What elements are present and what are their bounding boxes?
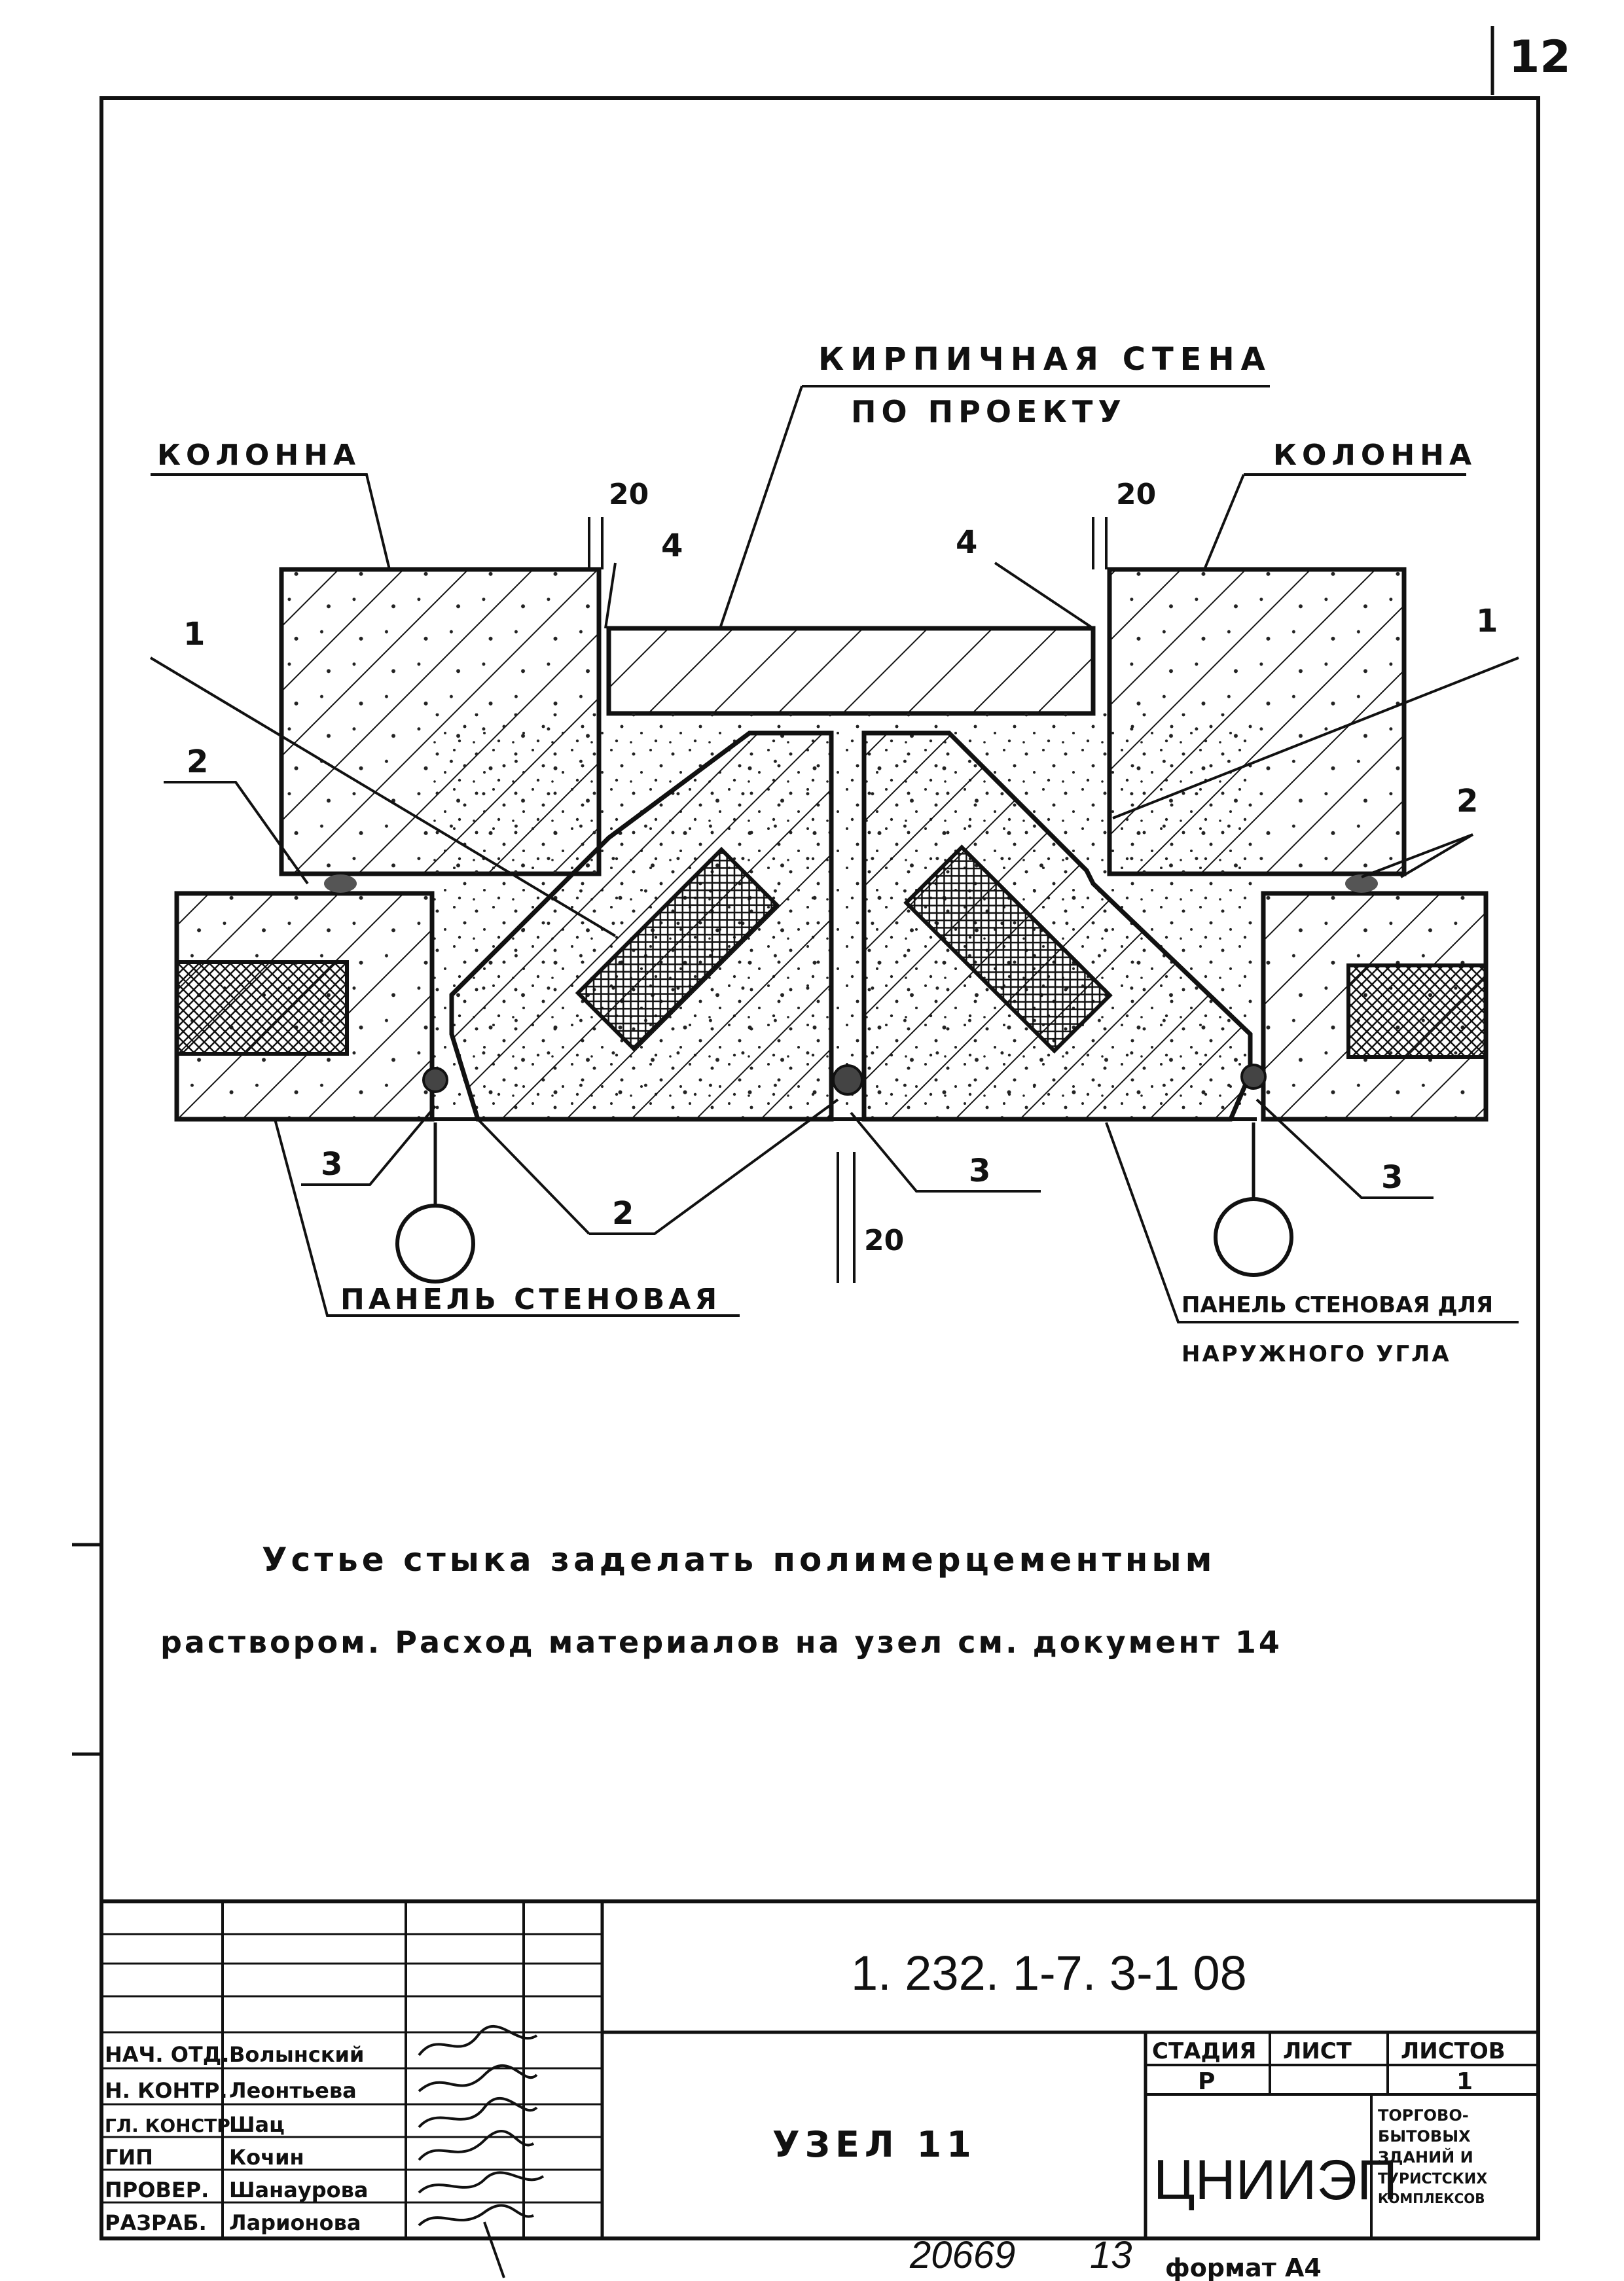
stage-value: Р bbox=[1198, 2068, 1215, 2095]
role-3: ГЛ. КОНСТР. bbox=[105, 2115, 237, 2136]
frame-border bbox=[99, 96, 1540, 2240]
drawing-title: УЗЕЛ 11 bbox=[772, 2124, 977, 2165]
wall-panel-label: ПАНЕЛЬ СТЕНОВАЯ bbox=[340, 1283, 721, 1316]
sheets-value: 1 bbox=[1456, 2068, 1473, 2095]
axis-marker-left bbox=[395, 1204, 475, 1284]
name-6: Ларионова bbox=[229, 2210, 361, 2235]
name-2: Леонтьева bbox=[229, 2078, 357, 2103]
callout-4-left: 4 bbox=[661, 528, 683, 564]
page-number: 12 bbox=[1490, 26, 1571, 95]
insulation-right bbox=[1346, 963, 1488, 1059]
dimension-gap-right: 20 bbox=[1116, 478, 1156, 511]
document-code: 1. 232. 1-7. 3-1 08 bbox=[851, 1946, 1247, 2000]
brick-wall-label: КИРПИЧНАЯ СТЕНА bbox=[818, 341, 1272, 378]
role-5: ПРОВЕР. bbox=[105, 2178, 209, 2202]
corner-panel-label: ПАНЕЛЬ СТЕНОВАЯ ДЛЯ bbox=[1182, 1292, 1493, 1318]
callout-4-right: 4 bbox=[956, 524, 977, 561]
dimension-gap-left: 20 bbox=[609, 478, 649, 511]
svg-text:БЫТОВЫХ: БЫТОВЫХ bbox=[1378, 2127, 1471, 2146]
insulation-center-left bbox=[575, 846, 780, 1052]
role-4: ГИП bbox=[105, 2145, 153, 2170]
footer-sheet-number: 13 bbox=[1090, 2234, 1132, 2276]
title-block bbox=[99, 1899, 1540, 2240]
callout-2-right: 2 bbox=[1456, 783, 1478, 819]
name-column: Волынский Леонтьева Шац Кочин Шанаурова … bbox=[229, 2042, 368, 2235]
dimension-gap-bottom: 20 bbox=[864, 1224, 904, 1257]
column-right-label: КОЛОННА bbox=[1273, 439, 1477, 472]
svg-text:КОМПЛЕКСОВ: КОМПЛЕКСОВ bbox=[1378, 2191, 1485, 2206]
callout-1-left: 1 bbox=[183, 616, 205, 653]
sheet-header: ЛИСТ bbox=[1283, 2038, 1352, 2064]
callout-3-right: 3 bbox=[1381, 1159, 1403, 1196]
signatures bbox=[418, 2025, 545, 2278]
svg-text:ЗДАНИЙ И: ЗДАНИЙ И bbox=[1378, 2147, 1473, 2166]
corner-panel-right bbox=[861, 730, 1253, 1122]
insulation-left bbox=[175, 960, 349, 1056]
organization-description: ТОРГОВО- БЫТОВЫХ ЗДАНИЙ И ТУРИСТСКИХ КОМ… bbox=[1378, 2106, 1487, 2206]
name-3: Шац bbox=[229, 2112, 285, 2137]
organization-name: ЦНИИЭП bbox=[1153, 2149, 1398, 2212]
role-2: Н. КОНТР. bbox=[105, 2078, 228, 2103]
leader-lines bbox=[149, 385, 1519, 1323]
name-1: Волынский bbox=[229, 2042, 364, 2067]
callout-2-left: 2 bbox=[187, 744, 208, 780]
name-5: Шанаурова bbox=[229, 2178, 368, 2202]
note-line-1: Устье стыка заделать полимерцементным bbox=[262, 1541, 1216, 1579]
stage-header: СТАДИЯ bbox=[1152, 2038, 1256, 2064]
general-note: Устье стыка заделать полимерцементным ра… bbox=[160, 1541, 1282, 1660]
role-1: НАЧ. ОТД. bbox=[105, 2042, 229, 2067]
format-label: формат А4 bbox=[1165, 2254, 1322, 2281]
joint-detail-drawing: КИРПИЧНАЯ СТЕНА ПО ПРОЕКТУ КОЛОННА КОЛОН… bbox=[149, 341, 1519, 1367]
svg-text:ТУРИСТСКИХ: ТУРИСТСКИХ bbox=[1378, 2171, 1487, 2187]
callout-1-right: 1 bbox=[1476, 603, 1498, 639]
svg-text:ТОРГОВО-: ТОРГОВО- bbox=[1378, 2106, 1469, 2125]
callout-2-center: 2 bbox=[612, 1195, 634, 1232]
name-4: Кочин bbox=[229, 2145, 304, 2170]
brick-wall-label-2: ПО ПРОЕКТУ bbox=[851, 394, 1127, 429]
axis-marker-right bbox=[1214, 1197, 1293, 1277]
role-column: НАЧ. ОТД. Н. КОНТР. ГЛ. КОНСТР. ГИП ПРОВ… bbox=[105, 2042, 237, 2235]
callout-3-center: 3 bbox=[969, 1153, 990, 1189]
callout-3-left: 3 bbox=[321, 1146, 342, 1183]
brick-wall bbox=[606, 626, 1096, 716]
column-left-label: КОЛОННА bbox=[157, 439, 361, 472]
insulation-center-right bbox=[903, 844, 1113, 1054]
stage-table: СТАДИЯ ЛИСТ ЛИСТОВ Р 1 bbox=[1152, 2038, 1506, 2095]
archive-number: 20669 bbox=[909, 2234, 1015, 2276]
role-6: РАЗРАБ. bbox=[105, 2210, 207, 2235]
sheets-header: ЛИСТОВ bbox=[1401, 2038, 1506, 2064]
corner-panel-left bbox=[449, 730, 834, 1122]
note-line-2: раствором. Расход материалов на узел см.… bbox=[160, 1625, 1282, 1660]
svg-text:12: 12 bbox=[1509, 31, 1571, 83]
corner-panel-label-2: НАРУЖНОГО УГЛА bbox=[1182, 1341, 1451, 1367]
